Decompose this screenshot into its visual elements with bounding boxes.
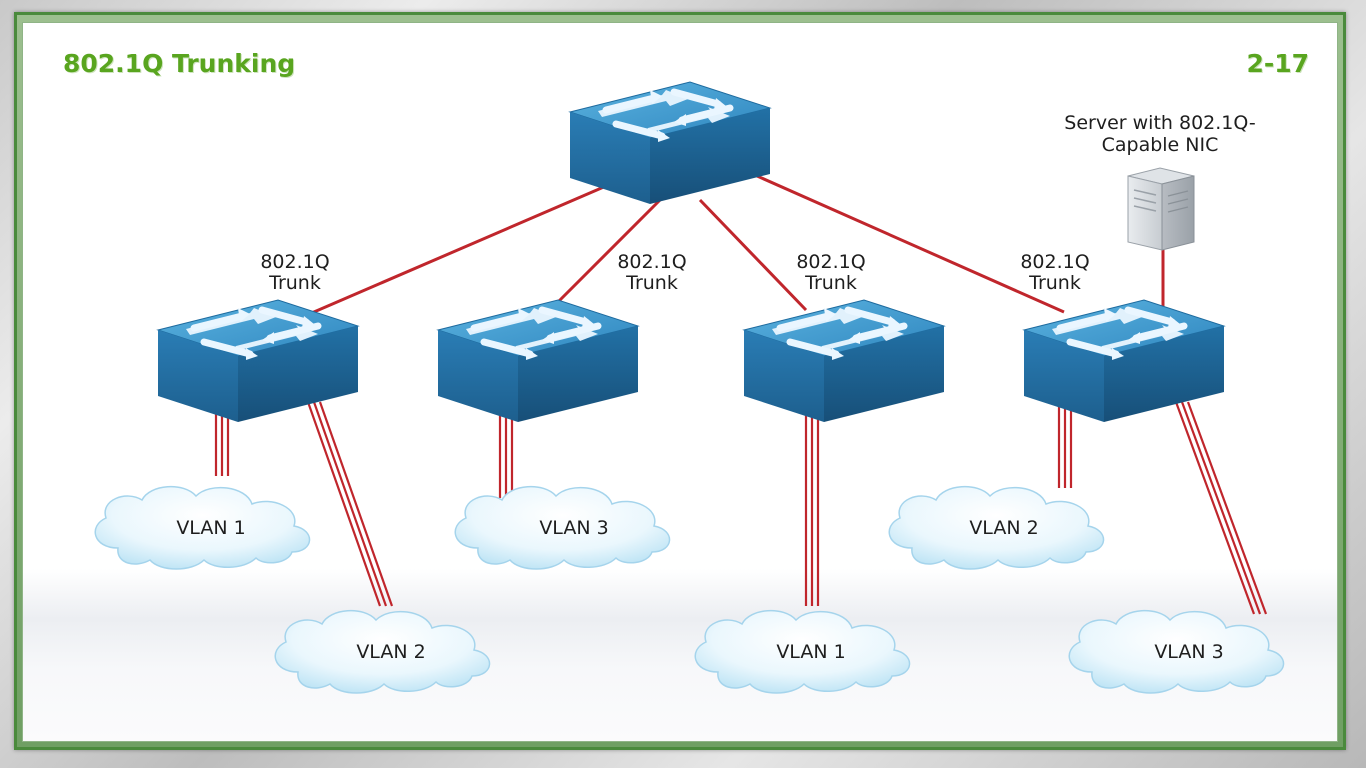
cloud-label-6: VLAN 3 — [1154, 641, 1223, 663]
access-link-sw3-vlan1 — [804, 408, 820, 606]
trunk-label-1-line1: 802.1Q — [260, 251, 329, 273]
cloud-label-2: VLAN 2 — [356, 641, 425, 663]
cloud-label-5: VLAN 2 — [969, 517, 1038, 539]
server-label-line2: Capable NIC — [1102, 134, 1219, 156]
access-switch-1-icon — [158, 300, 358, 422]
trunk-link-4 — [747, 170, 1065, 314]
access-switch-3-icon — [744, 300, 944, 422]
access-switch-4-icon — [1024, 300, 1224, 422]
trunk-label-2-line2: Trunk — [625, 272, 678, 294]
trunk-label-4-line1: 802.1Q — [1020, 251, 1089, 273]
trunk-link-3 — [698, 198, 808, 312]
trunk-links — [299, 170, 1165, 320]
access-link-sw1-vlan1 — [214, 408, 230, 476]
trunk-label-2-line1: 802.1Q — [617, 251, 686, 273]
trunk-label-4-line2: Trunk — [1028, 272, 1081, 294]
server-label-line1: Server with 802.1Q- — [1064, 112, 1255, 134]
server-icon — [1127, 167, 1195, 251]
trunk-label-3-line2: Trunk — [804, 272, 857, 294]
core-switch-icon — [570, 82, 770, 204]
slide-title: 802.1Q Trunking — [63, 49, 296, 78]
access-switch-2-icon — [438, 300, 638, 422]
cloud-label-4: VLAN 1 — [776, 641, 845, 663]
trunk-label-3-line1: 802.1Q — [796, 251, 865, 273]
page-number: 2-17 — [1246, 49, 1309, 78]
trunk-link-1 — [299, 178, 621, 320]
access-link-sw4-vlan3 — [1174, 401, 1268, 615]
trunk-label-1-line2: Trunk — [268, 272, 321, 294]
cloud-label-1: VLAN 1 — [176, 517, 245, 539]
cloud-label-3: VLAN 3 — [539, 517, 608, 539]
access-link-sw2-vlan3 — [498, 408, 514, 498]
access-links — [214, 388, 1268, 615]
trunk-link-2 — [550, 198, 662, 310]
access-link-sw1-vlan2 — [306, 401, 394, 607]
